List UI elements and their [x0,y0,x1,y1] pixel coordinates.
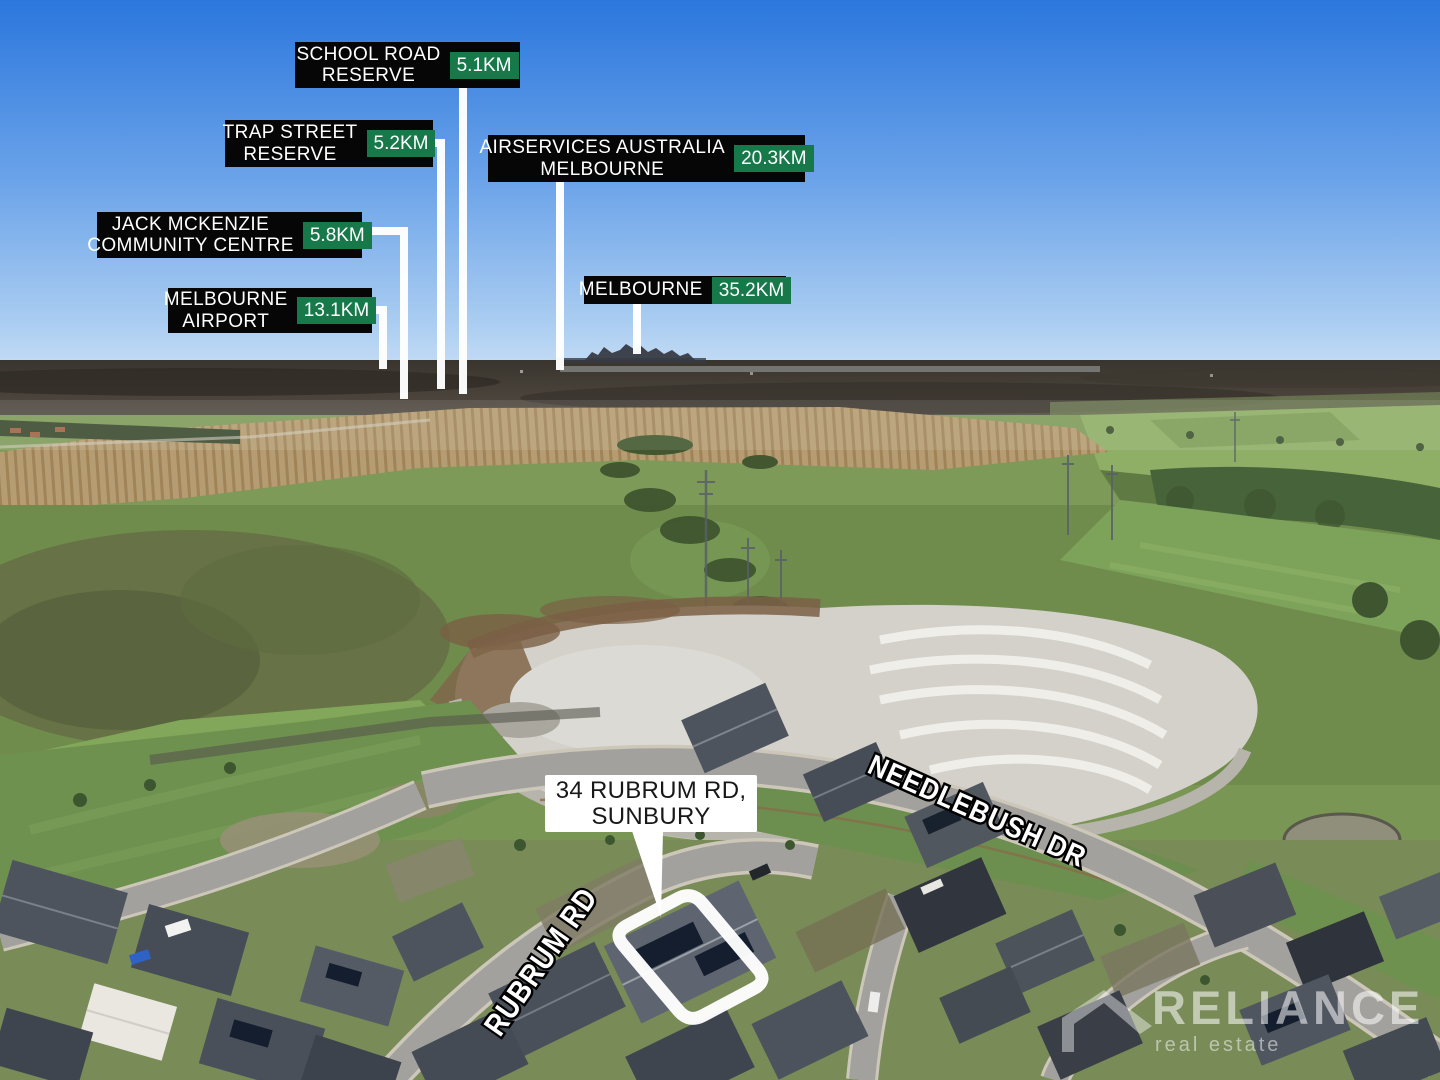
agency-watermark: RELIANCE real estate [1058,981,1440,1076]
connector-lines [362,86,641,399]
watermark-brand: RELIANCE [1152,981,1425,1034]
shrubs [73,762,1210,985]
property-outline [612,889,769,1025]
location-name: MELBOURNE AIRPORT [163,289,288,332]
callout-pointer [632,831,663,917]
connector-jack-mckenzie-h [362,227,408,235]
location-name: TRAP STREET RESERVE [222,122,358,165]
location-name: SCHOOL ROAD RESERVE [296,43,441,87]
distance-label-jack-mckenzie: JACK MCKENZIE COMMUNITY CENTRE 5.8KM [87,212,372,258]
distance-badge: 20.3KM [734,145,814,172]
distance-badge: 5.1KM [449,51,519,79]
property-address-line1: 34 RUBRUM RD, [555,776,747,804]
sky [0,0,1440,400]
connector-school-road [459,86,467,394]
connector-melbourne-airport-v [379,306,387,369]
watermark-tagline: real estate [1155,1034,1282,1056]
distance-badge: 35.2KM [711,276,792,304]
connector-jack-mckenzie-v [400,227,408,399]
location-name: AIRSERVICES AUSTRALIA MELBOURNE [479,137,726,180]
distance-label-trap-street-reserve: TRAP STREET RESERVE 5.2KM [222,120,436,167]
distance-label-school-road-reserve: SCHOOL ROAD RESERVE 5.1KM [295,42,520,88]
connector-airservices [556,180,564,370]
location-name: MELBOURNE [578,279,703,301]
distance-badge: 5.2KM [366,130,436,157]
connector-melbourne [633,302,641,354]
reliance-logo-icon [1062,990,1152,1052]
distance-badge: 13.1KM [296,297,377,324]
street-label-rubrum: RUBRUM RD [477,881,604,1042]
street-label-needlebush: NEEDLEBUSH DR [863,749,1091,874]
vehicles [128,863,881,1013]
houses [0,682,1440,1080]
property-address-callout: 34 RUBRUM RD, SUNBURY [545,775,757,832]
distance-label-melbourne-airport: MELBOURNE AIRPORT 13.1KM [164,288,377,333]
distance-label-airservices-australia: AIRSERVICES AUSTRALIA MELBOURNE 20.3KM [479,135,814,182]
connector-trap-street-v [437,139,445,389]
distance-badge: 5.8KM [302,221,372,249]
property-address-line2: SUNBURY [591,802,711,830]
location-name: JACK MCKENZIE COMMUNITY CENTRE [87,213,294,257]
distance-label-melbourne: MELBOURNE 35.2KM [579,276,792,304]
